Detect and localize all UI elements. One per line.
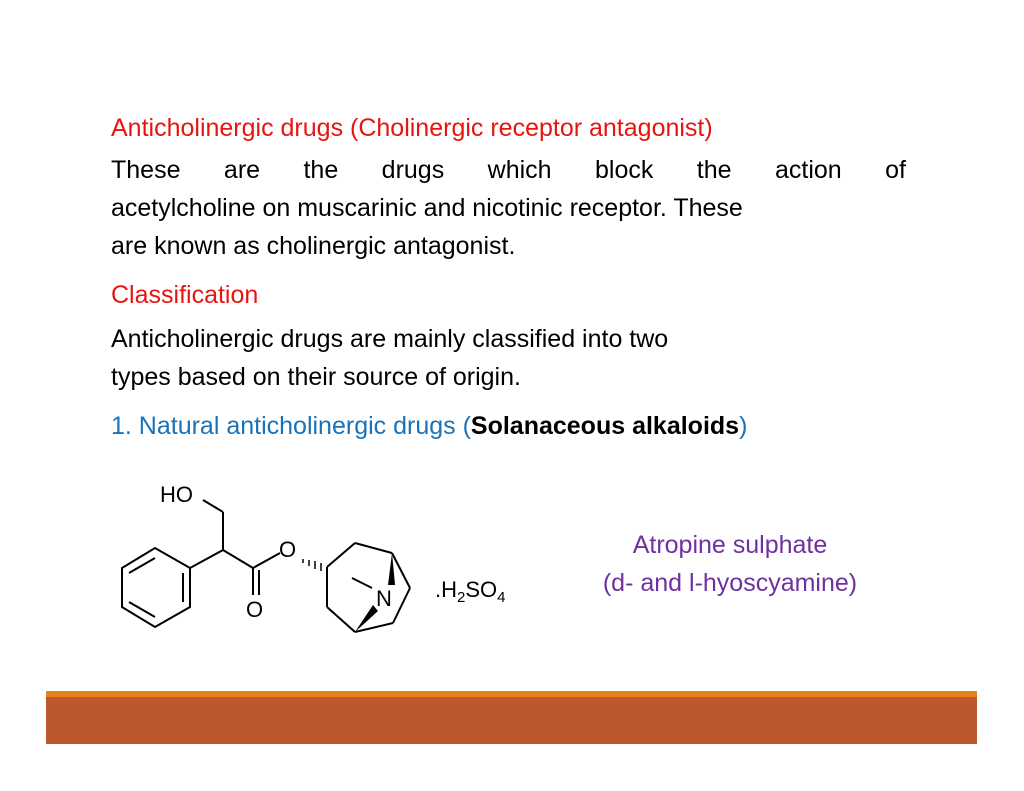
footer-bar	[46, 697, 977, 744]
carbonyl-o-label: O	[246, 597, 263, 622]
definition-line-1: These are the drugs which block the acti…	[111, 156, 906, 184]
definition-line-2: acetylcholine on muscarinic and nicotini…	[111, 194, 743, 222]
heading: Anticholinergic drugs (Cholinergic recep…	[111, 114, 713, 142]
compound-name: Atropine sulphate	[632, 531, 828, 559]
ester-o-label: O	[279, 537, 296, 562]
definition-line-3: are known as cholinergic antagonist.	[111, 232, 516, 260]
classification-line-1: Anticholinergic drugs are mainly classif…	[111, 325, 669, 353]
n-label: N	[376, 586, 392, 611]
compound-subtitle: (d- and l-hyoscyamine)	[602, 569, 858, 597]
classification-heading: Classification	[111, 281, 259, 309]
atropine-structure: HO O O N .H2SO4	[121, 482, 505, 633]
ho-label: HO	[160, 482, 193, 507]
classification-line-2: types based on their source of origin.	[111, 363, 521, 391]
salt-label: .H2SO4	[435, 577, 505, 606]
item-suffix: )	[739, 412, 748, 440]
footer-bar-accent	[46, 691, 977, 697]
list-item-natural: 1. Natural anticholinergic drugs (Solana…	[111, 408, 747, 444]
item-bold: Solanaceous alkaloids	[470, 412, 740, 440]
item-prefix: 1. Natural anticholinergic drugs (	[111, 412, 471, 440]
